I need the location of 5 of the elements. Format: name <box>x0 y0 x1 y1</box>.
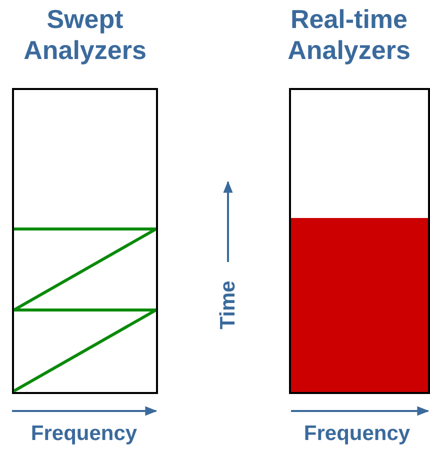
axis-label: Frequency <box>304 422 410 446</box>
heading: Real-time Analyzers <box>286 4 412 66</box>
heading: Swept Analyzers <box>22 4 148 66</box>
axis-label: Frequency <box>30 422 138 446</box>
axis-label: Time <box>216 280 240 330</box>
